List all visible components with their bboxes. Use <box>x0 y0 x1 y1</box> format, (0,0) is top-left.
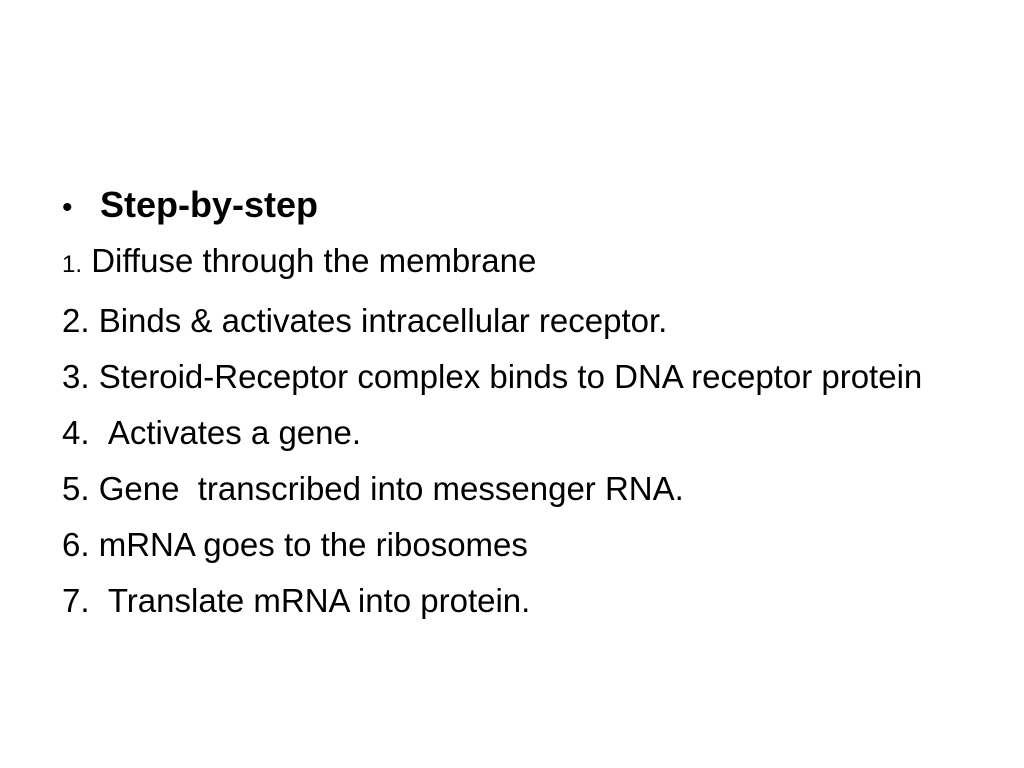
step-text: Diffuse through the membrane <box>82 242 537 279</box>
step-number: 1. <box>62 251 83 278</box>
step-4: 4. Activates a gene. <box>62 413 982 453</box>
step-7: 7. Translate mRNA into protein. <box>62 581 982 621</box>
step-2: 2. Binds & activates intracellular recep… <box>62 301 982 341</box>
step-text: Translate mRNA into protein. <box>89 582 531 619</box>
bullet-heading: • Step-by-step <box>62 182 982 231</box>
step-text: Activates a gene. <box>89 414 362 451</box>
step-text: Steroid-Receptor complex binds to DNA re… <box>89 358 923 395</box>
step-text: Binds & activates intracellular receptor… <box>89 302 668 339</box>
step-5: 5. Gene transcribed into messenger RNA. <box>62 469 982 509</box>
step-1: 1. Diffuse through the membrane <box>62 241 982 285</box>
step-number: 6. <box>62 526 90 563</box>
step-number: 3. <box>62 358 90 395</box>
step-6: 6. mRNA goes to the ribosomes <box>62 525 982 565</box>
step-number: 4. <box>62 414 90 451</box>
step-3: 3. Steroid-Receptor complex binds to DNA… <box>62 357 982 397</box>
bullet-icon: • <box>62 191 73 224</box>
step-number: 7. <box>62 582 90 619</box>
step-number: 2. <box>62 302 90 339</box>
step-text: mRNA goes to the ribosomes <box>89 526 528 563</box>
step-number: 5. <box>62 470 90 507</box>
slide-content: • Step-by-step 1. Diffuse through the me… <box>62 182 982 637</box>
step-text: Gene transcribed into messenger RNA. <box>89 470 684 507</box>
bullet-heading-text: Step-by-step <box>100 184 319 225</box>
